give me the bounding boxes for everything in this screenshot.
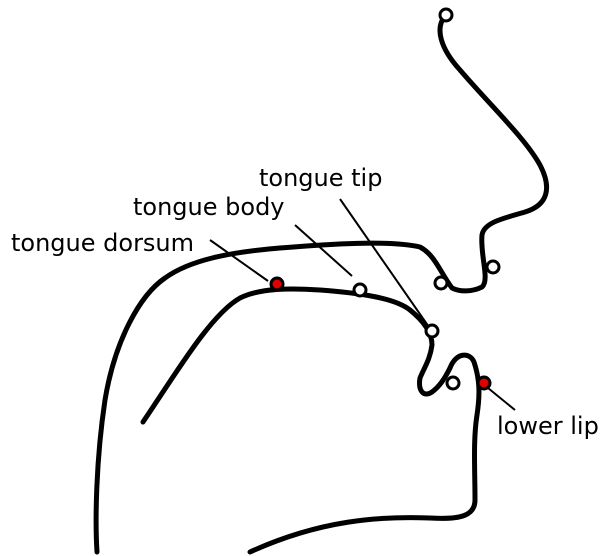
upper-lip-marker: [487, 261, 499, 273]
tongue-dorsum-label: tongue dorsum: [11, 231, 194, 255]
nose-tip-marker: [440, 9, 452, 21]
tongue-dorsum-marker: [271, 278, 283, 290]
tongue-body-label: tongue body: [133, 195, 285, 219]
lower-lip-outline: [250, 355, 479, 552]
tongue-tip-label: tongue tip: [259, 166, 382, 190]
tongue-tip-pointer: [340, 199, 431, 330]
face-profile-outline: [96, 16, 546, 552]
tongue-body-marker: [354, 284, 366, 296]
tongue-outline: [143, 289, 450, 422]
lower-lip-inner-marker: [447, 377, 459, 389]
tongue-dorsum-pointer: [210, 240, 268, 281]
upper-lip-inner-marker: [435, 277, 447, 289]
tongue-body-pointer: [295, 225, 352, 276]
lower-lip-marker: [478, 377, 490, 389]
lower-lip-pointer: [488, 388, 515, 410]
lower-lip-label: lower lip: [497, 414, 599, 438]
tongue-tip-marker: [426, 325, 438, 337]
